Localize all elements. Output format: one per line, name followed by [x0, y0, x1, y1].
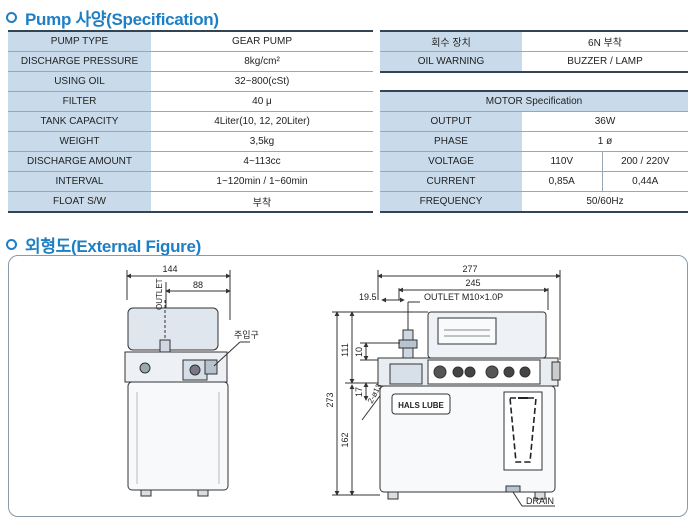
figure-section-title: 외형도(External Figure) [6, 232, 201, 257]
external-figure-frame [8, 255, 688, 517]
brand-logo: HALS LUBE [398, 401, 444, 410]
spec-label: DISCHARGE AMOUNT [8, 151, 151, 172]
motor-value: 0,85A [522, 171, 602, 192]
dim-17: 17 [354, 387, 364, 397]
option-label: OIL WARNING [380, 51, 522, 73]
spec-label: PUMP TYPE [8, 30, 151, 52]
spec-label: USING OIL [8, 71, 151, 92]
dim-88: 88 [193, 280, 203, 290]
outlet-spec-label: OUTLET M10×1.0P [424, 292, 503, 302]
motor-value: 200 / 220V [601, 151, 688, 172]
spec-value: 32~800(cSt) [151, 71, 373, 92]
spec-label: INTERVAL [8, 171, 151, 192]
spec-section-title: Pump 사양(Specification) [6, 5, 219, 30]
side-view-labels: 144 88 OUTLET 주입구 [155, 264, 259, 340]
dim-111: 111 [340, 343, 350, 357]
side-view [124, 270, 250, 497]
spec-label: DISCHARGE PRESSURE [8, 51, 151, 72]
spec-label: FILTER [8, 91, 151, 112]
spec-value: 40 μ [151, 91, 373, 112]
spec-label: WEIGHT [8, 131, 151, 152]
motor-value: 0,44A [601, 171, 688, 192]
option-value: BUZZER / LAMP [522, 51, 688, 73]
motor-label: CURRENT [380, 171, 522, 192]
table-row: MOTOR Specification [380, 90, 688, 112]
motor-label: FREQUENCY [380, 191, 522, 213]
motor-label: OUTPUT [380, 111, 522, 132]
motor-value: 1 ø [522, 131, 688, 152]
drain-label: DRAIN [526, 496, 554, 506]
motor-header: MOTOR Specification [380, 90, 688, 112]
spec-label: TANK CAPACITY [8, 111, 151, 132]
front-view [332, 270, 561, 507]
dim-19-5: 19.5 [359, 292, 377, 302]
motor-value: 50/60Hz [522, 191, 688, 213]
dim-245: 245 [465, 278, 480, 288]
dim-10: 10 [354, 347, 364, 357]
dim-277: 277 [462, 264, 477, 274]
spec-value: 4~113cc [151, 151, 373, 172]
motor-label: PHASE [380, 131, 522, 152]
dim-144: 144 [162, 264, 177, 274]
outlet-label: OUTLET [155, 278, 164, 310]
spec-value: 1~120min / 1~60min [151, 171, 373, 192]
circle-bullet-icon [6, 239, 17, 250]
circle-bullet-icon [6, 12, 17, 23]
spec-value: 8kg/cm² [151, 51, 373, 72]
spec-value: 3,5kg [151, 131, 373, 152]
spec-value: 4Liter(10, 12, 20Liter) [151, 111, 373, 132]
dim-162: 162 [340, 432, 350, 447]
motor-value: 36W [522, 111, 688, 132]
option-label: 회수 장치 [380, 30, 522, 52]
motor-label: VOLTAGE [380, 151, 522, 172]
front-view-labels: 277 245 19.5 OUTLET M10×1.0P 111 10 17 2… [325, 264, 554, 506]
spec-value: GEAR PUMP [151, 30, 373, 52]
spec-title-text: Pump 사양(Specification) [25, 10, 219, 29]
spec-value: 부착 [151, 191, 373, 213]
figure-title-text: 외형도(External Figure) [25, 237, 201, 256]
motor-value: 110V [522, 151, 602, 172]
inlet-label: 주입구 [234, 329, 259, 340]
option-value: 6N 부착 [522, 30, 688, 52]
dim-273: 273 [325, 392, 335, 407]
spec-label: FLOAT S/W [8, 191, 151, 213]
